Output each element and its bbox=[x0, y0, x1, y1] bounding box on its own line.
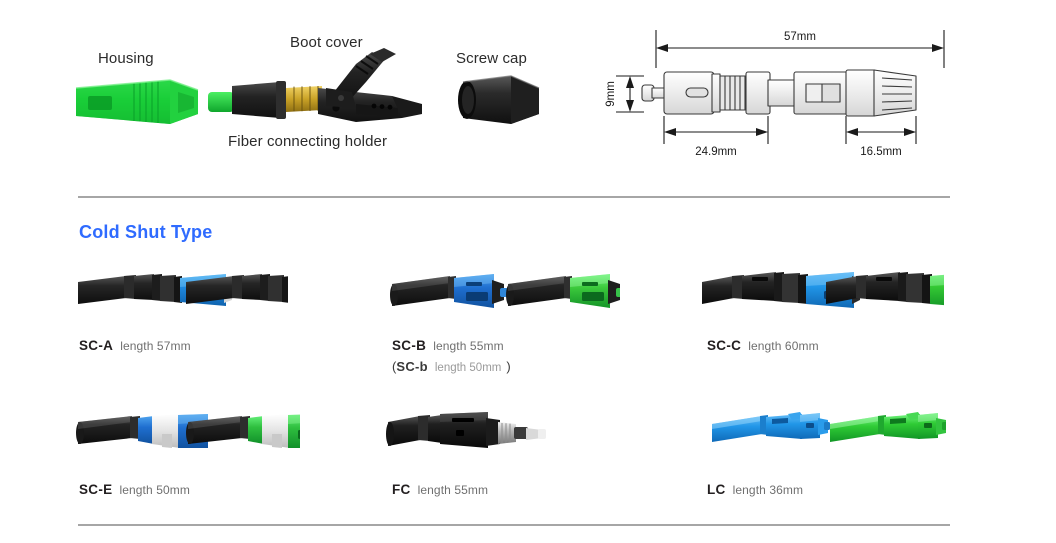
product-length-sc-c: length 60mm bbox=[748, 339, 819, 353]
product-caption-sc-e: SC-E length 50mm bbox=[79, 481, 190, 499]
product-image-sc-a bbox=[78, 274, 288, 306]
product-image-sc-b bbox=[390, 274, 620, 308]
dimension-rear-length bbox=[845, 116, 917, 144]
dimension-total-length bbox=[655, 30, 945, 68]
product-image-fc bbox=[386, 412, 546, 448]
connector-lc-green bbox=[830, 412, 946, 442]
product-caption-sc-b: SC-B length 55mm (SC-b length 50mm) bbox=[392, 337, 511, 374]
product-caption-sc-c: SC-C length 60mm bbox=[707, 337, 819, 355]
dimension-front-length-text: 24.9mm bbox=[695, 146, 737, 158]
accordion-ribs bbox=[724, 76, 746, 110]
dimension-height-text: 9mm bbox=[605, 81, 617, 107]
dimension-total-length-text: 57mm bbox=[784, 31, 816, 43]
connector-sc-a-green bbox=[186, 274, 288, 304]
product-length-fc: length 55mm bbox=[417, 483, 489, 497]
connector-sc-c-green bbox=[826, 272, 944, 306]
product-code-fc: FC bbox=[392, 482, 411, 497]
housing-part-image bbox=[75, 79, 199, 124]
product-caption-lc: LC length 36mm bbox=[707, 481, 803, 499]
product-code-sc-c: SC-C bbox=[707, 338, 742, 353]
variant-open-paren: ( bbox=[392, 359, 397, 374]
connector-sc-b-green bbox=[506, 274, 620, 308]
dimension-height bbox=[616, 75, 644, 113]
label-boot-cover: Boot cover bbox=[290, 34, 363, 51]
end-cap-grips bbox=[881, 77, 913, 111]
product-length-sc-b: length 55mm bbox=[433, 339, 504, 353]
product-code-sc-e: SC-E bbox=[79, 482, 113, 497]
divider-top bbox=[78, 196, 950, 198]
variant-length-sc-b-lower: length 50mm bbox=[434, 362, 502, 374]
screw-cap-image bbox=[458, 75, 540, 124]
product-length-sc-a: length 57mm bbox=[120, 339, 191, 353]
product-image-lc bbox=[712, 412, 946, 442]
fiber-connecting-holder-image bbox=[208, 48, 422, 122]
dimension-rear-length-text: 16.5mm bbox=[860, 146, 902, 158]
section-heading-cold-shut-type: Cold Shut Type bbox=[79, 222, 213, 242]
divider-bottom bbox=[78, 524, 950, 526]
product-image-sc-c bbox=[702, 272, 944, 308]
variant-code-sc-b-lower: SC-b bbox=[396, 359, 428, 374]
product-code-sc-b: SC-B bbox=[392, 338, 427, 353]
connector-lc-blue bbox=[712, 412, 830, 442]
product-length-sc-e: length 50mm bbox=[119, 483, 190, 497]
technical-drawing: 57mm 9mm bbox=[605, 30, 945, 158]
dimension-front-length bbox=[663, 116, 769, 144]
connector-fc-black bbox=[386, 412, 546, 448]
label-screw-cap: Screw cap bbox=[456, 50, 527, 67]
product-caption-fc: FC length 55mm bbox=[392, 481, 488, 499]
product-caption-sc-a: SC-A length 57mm bbox=[79, 337, 191, 355]
product-image-sc-e bbox=[76, 414, 300, 448]
product-code-sc-a: SC-A bbox=[79, 338, 114, 353]
connector-sc-e-green bbox=[186, 414, 300, 448]
connector-sc-b-blue bbox=[390, 274, 508, 308]
product-length-lc: length 36mm bbox=[732, 483, 804, 497]
label-fiber-connecting-holder: Fiber connecting holder bbox=[228, 133, 388, 150]
label-housing: Housing bbox=[98, 50, 154, 67]
variant-close-paren: ) bbox=[506, 359, 511, 374]
product-code-lc: LC bbox=[707, 482, 726, 497]
connector-outline bbox=[641, 69, 917, 117]
product-variant-sc-b: (SC-b length 50mm) bbox=[392, 359, 511, 374]
